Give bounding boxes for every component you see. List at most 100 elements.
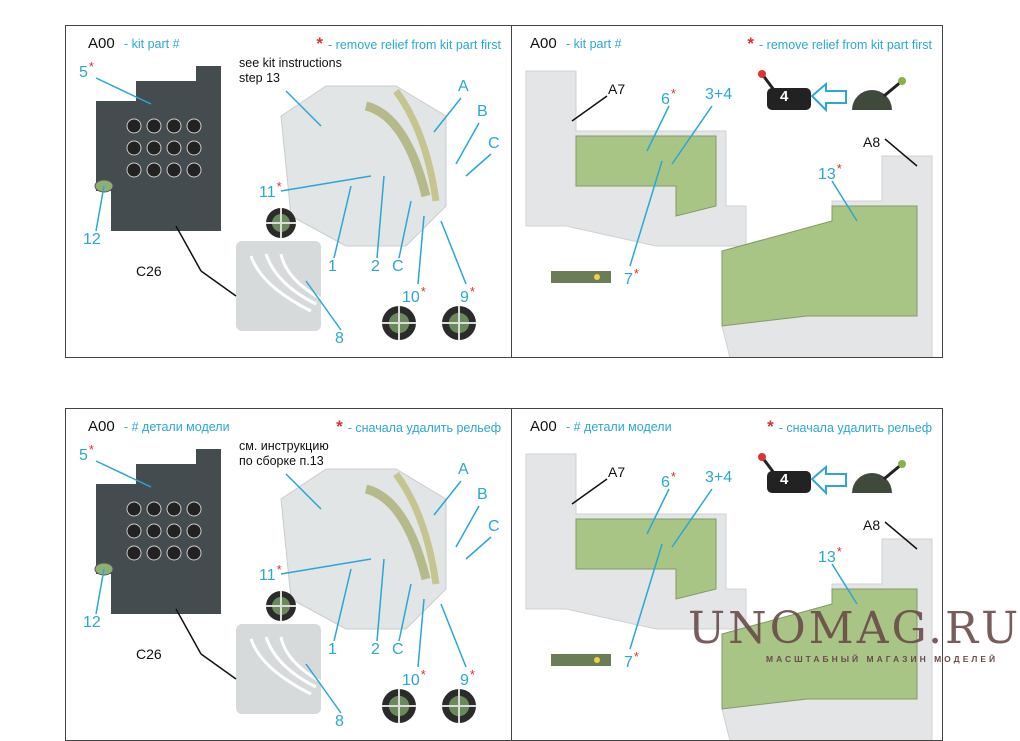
callout-number: C — [488, 135, 500, 152]
part-code-legend: A00 — [88, 35, 115, 52]
instrument-dial — [186, 545, 202, 561]
lever-icon — [758, 70, 811, 110]
relief-legend-label: - сначала удалить рельеф — [778, 421, 932, 435]
callout-label: C — [392, 641, 404, 659]
callout-number: B — [477, 486, 488, 503]
asterisk-icon: * — [633, 266, 639, 281]
callout-number: 7 — [624, 271, 633, 288]
callout-number: 1 — [328, 258, 337, 275]
instrument-dial — [126, 162, 142, 178]
asterisk-icon: * — [633, 649, 639, 664]
callout-number: 7 — [624, 654, 633, 671]
callout-label: 8 — [335, 713, 344, 731]
instrument-dial — [186, 140, 202, 156]
relief-legend: * - сначала удалить рельеф — [767, 417, 932, 437]
callout-label: 10* — [402, 667, 426, 690]
instrument-dial — [146, 545, 162, 561]
instruction-note: по сборке п.13 — [239, 454, 324, 468]
callout-label: 8 — [335, 330, 344, 348]
instrument-dial — [126, 545, 142, 561]
instruction-panel-right: A00- # детали модели*- сначала удалить р… — [511, 408, 943, 741]
instrument-dial — [166, 523, 182, 539]
part-code-legend: A00 — [88, 418, 115, 435]
callout-label: 9* — [460, 667, 475, 690]
instrument-dial — [126, 118, 142, 134]
callout-number: 10 — [402, 672, 420, 689]
instruction-note: see kit instructions — [239, 56, 342, 70]
relief-legend: * - remove relief from kit part first — [747, 34, 932, 54]
callout-label: A — [458, 78, 469, 96]
callout-label: 5* — [79, 442, 94, 465]
instrument-dial — [186, 501, 202, 517]
asterisk-icon: * — [747, 34, 755, 53]
relief-legend-label: - remove relief from kit part first — [759, 38, 932, 52]
asterisk-icon: * — [836, 161, 842, 176]
harness-part — [236, 624, 321, 714]
callout-number: 12 — [83, 614, 101, 631]
part-legend-label: - # детали модели — [124, 420, 230, 434]
callout-label: 6* — [661, 469, 676, 492]
callout-number: 9 — [460, 289, 469, 306]
asterisk-icon: * — [420, 284, 426, 299]
callout-number: 8 — [335, 713, 344, 730]
part-legend-label: - kit part # — [566, 37, 622, 51]
callout-number: 3+4 — [705, 86, 733, 103]
instrument-dial — [146, 140, 162, 156]
step-badge: 4 — [780, 88, 789, 105]
instruction-panel-left: A00- kit part #*- remove relief from kit… — [65, 25, 512, 358]
callout-label: 12 — [83, 614, 101, 632]
small-strip-part — [551, 654, 611, 666]
asterisk-icon: * — [670, 86, 676, 101]
relief-legend-label: - сначала удалить рельеф — [347, 421, 501, 435]
asterisk-icon: * — [767, 417, 774, 436]
asterisk-icon: * — [276, 562, 282, 577]
asterisk-icon: * — [336, 417, 343, 436]
asterisk-icon: * — [88, 59, 94, 74]
instrument-dial — [126, 523, 142, 539]
callout-number: 1 — [328, 641, 337, 658]
callout-number: 10 — [402, 289, 420, 306]
callout-label: B — [477, 103, 488, 121]
part-code-legend: A00 — [530, 35, 557, 52]
callout-label: 7* — [624, 649, 639, 672]
callout-number: 9 — [460, 672, 469, 689]
callout-label: C — [488, 518, 500, 536]
callout-number: 11 — [259, 567, 276, 584]
callout-label: 1 — [328, 258, 337, 276]
callout-number: A — [458, 461, 469, 478]
callout-label: A — [458, 461, 469, 479]
callout-number: 8 — [335, 330, 344, 347]
asterisk-icon: * — [836, 544, 842, 559]
instrument-dial — [186, 523, 202, 539]
small-strip-part — [551, 271, 611, 283]
instrument-dial — [186, 118, 202, 134]
callout-number: C — [392, 641, 404, 658]
relief-legend: * - сначала удалить рельеф — [336, 417, 501, 437]
instrument-dial — [166, 140, 182, 156]
asterisk-icon: * — [420, 667, 426, 682]
callout-label: 1 — [328, 641, 337, 659]
instrument-dial — [166, 118, 182, 134]
callout-label: 12 — [83, 231, 101, 249]
callout-number: 5 — [79, 447, 88, 464]
part-code-label: C26 — [136, 263, 162, 279]
callout-label: C — [392, 258, 404, 276]
instrument-dial — [126, 140, 142, 156]
callout-label: 11* — [259, 179, 282, 202]
leader-lines — [525, 70, 933, 357]
callout-number: 6 — [661, 91, 670, 108]
callout-label: 3+4 — [705, 86, 732, 104]
callout-label: 11* — [259, 562, 282, 585]
callout-number: C — [392, 258, 404, 275]
callout-label: 2 — [371, 641, 380, 659]
part-code-label: A7 — [608, 464, 626, 480]
instrument-dial — [146, 118, 162, 134]
part-code-label: C26 — [136, 646, 162, 662]
callout-label: 6* — [661, 86, 676, 109]
callout-number: 12 — [83, 231, 101, 248]
leader-lines — [94, 66, 492, 340]
instrument-dial — [166, 501, 182, 517]
callout-number: 6 — [661, 474, 670, 491]
instrument-dial — [166, 162, 182, 178]
callout-label: 13* — [818, 544, 842, 567]
